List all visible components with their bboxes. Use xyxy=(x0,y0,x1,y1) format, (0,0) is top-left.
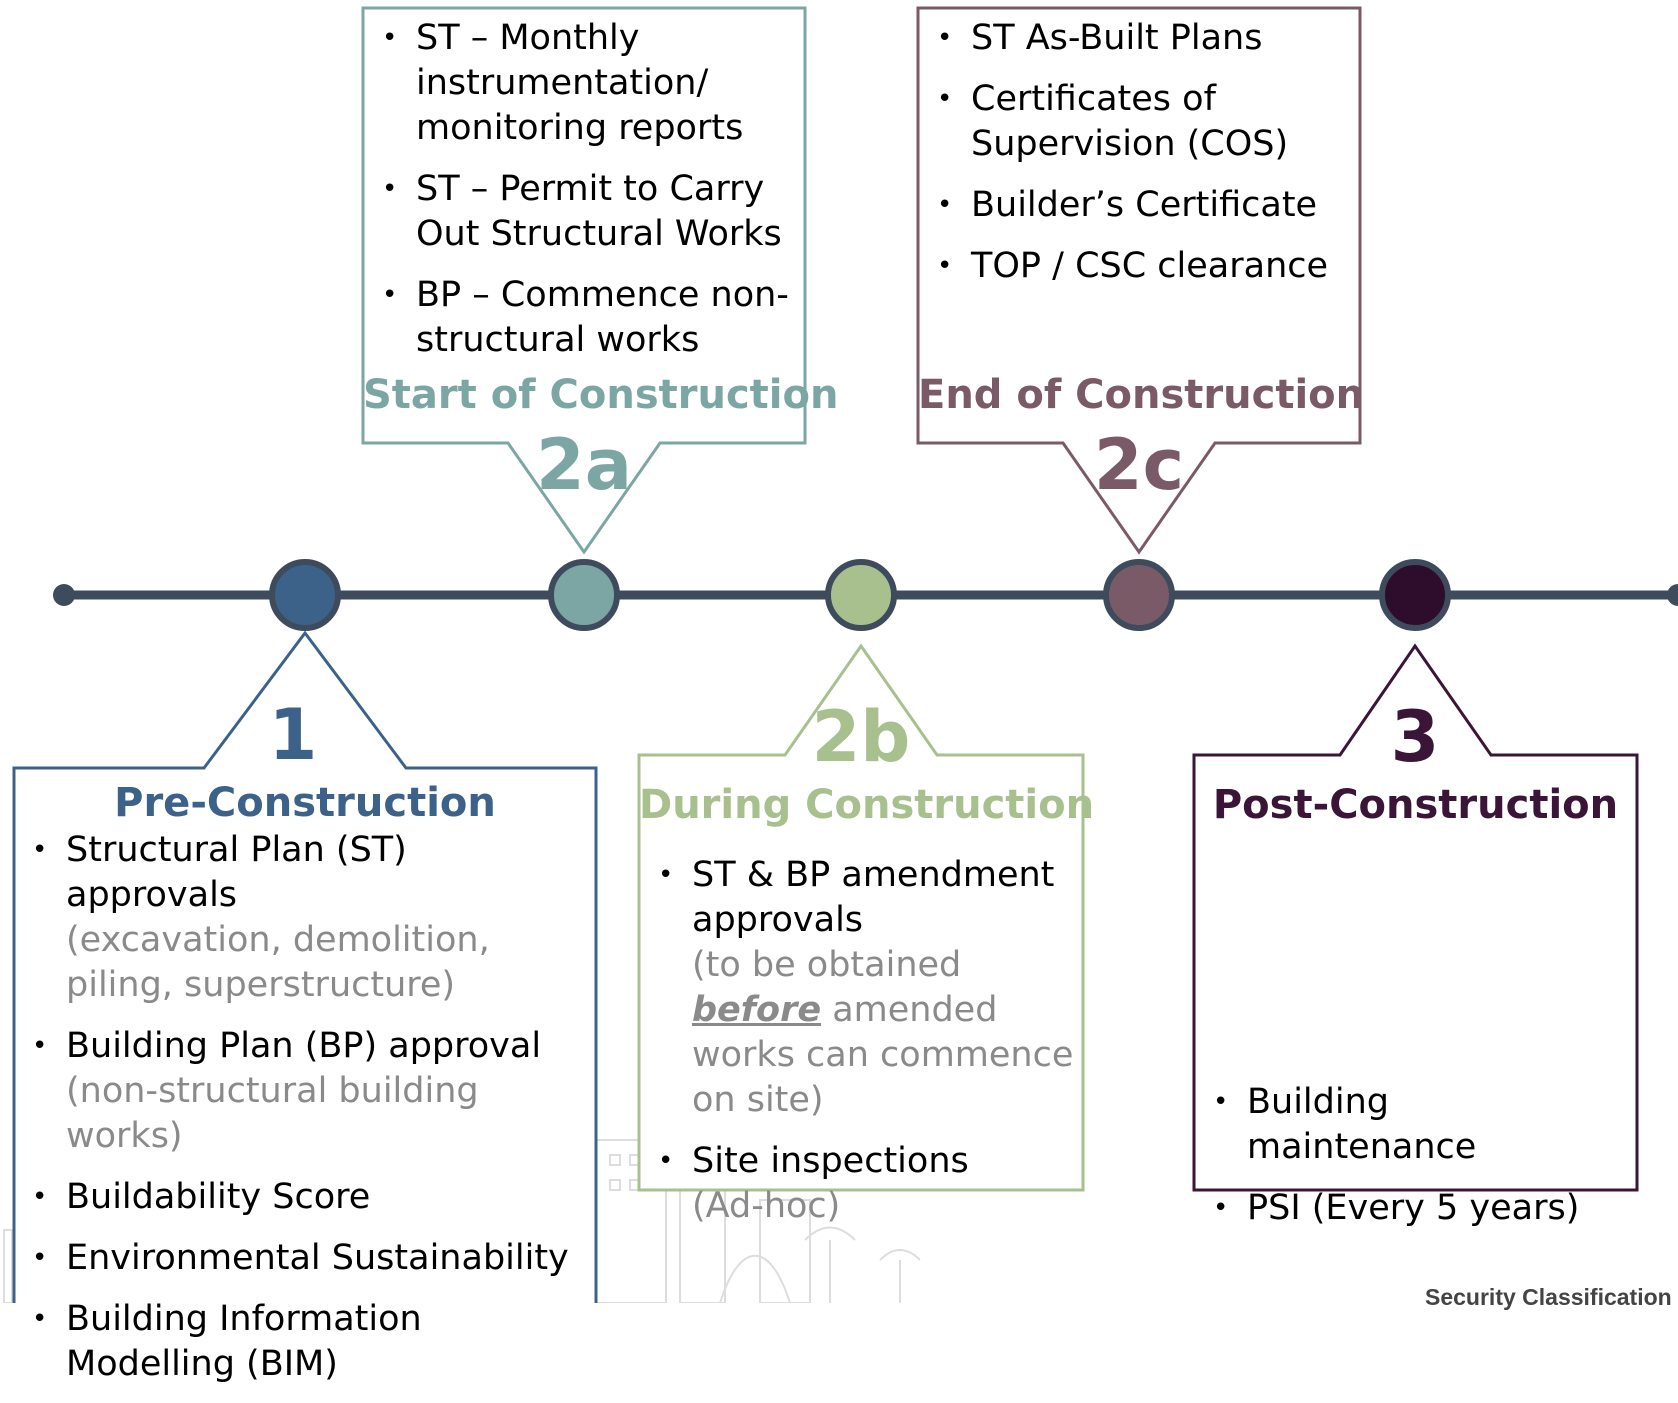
post-title: Post-Construction xyxy=(1212,782,1619,828)
item-note: (to be obtained before amended works can… xyxy=(692,943,1074,1123)
timeline-node-pre xyxy=(269,559,341,631)
list-item: Certificates of Supervision (COS) xyxy=(933,77,1353,167)
item-text: Builder’s Certificate xyxy=(971,185,1318,225)
list-item: TOP / CSC clearance xyxy=(933,244,1353,289)
note-prefix: (to be obtained xyxy=(692,945,962,985)
item-text: ST – Permit to Carry Out Structural Work… xyxy=(416,169,782,254)
item-text: ST – Monthly instrumentation/ monitoring… xyxy=(416,18,744,148)
list-item: PSI (Every 5 years) xyxy=(1209,1186,1629,1231)
item-text: Building maintenance xyxy=(1247,1082,1477,1167)
end-title: End of Construction xyxy=(918,372,1365,418)
list-item: Building Information Modelling (BIM) xyxy=(28,1297,588,1387)
during-items: ST & BP amendment approvals(to be obtain… xyxy=(654,853,1074,1229)
timeline-node-start xyxy=(548,559,620,631)
security-classification-label: Security Classification xyxy=(1425,1284,1672,1310)
note-suffix: amended works can commence on site) xyxy=(692,990,1074,1120)
item-text: Building Information Modelling (BIM) xyxy=(66,1299,422,1384)
list-item: ST – Monthly instrumentation/ monitoring… xyxy=(378,16,798,151)
list-item: ST & BP amendment approvals(to be obtain… xyxy=(654,853,1074,1123)
note-emphasis: before xyxy=(692,990,822,1030)
post-items: Building maintenance PSI (Every 5 years) xyxy=(1209,1080,1629,1231)
item-note: (Ad-hoc) xyxy=(692,1186,841,1226)
item-text: Building Plan (BP) approval xyxy=(66,1026,542,1066)
list-item: Builder’s Certificate xyxy=(933,183,1353,228)
start-callout: ST – Monthly instrumentation/ monitoring… xyxy=(378,16,798,379)
pre-callout: Structural Plan (ST) approvals(excavatio… xyxy=(28,828,588,1403)
during-title: During Construction xyxy=(639,782,1095,828)
list-item: Building maintenance xyxy=(1209,1080,1629,1170)
list-item: BP – Commence non-structural works xyxy=(378,273,798,363)
list-item: Environmental Sustainability xyxy=(28,1236,588,1281)
item-text: BP – Commence non-structural works xyxy=(416,275,789,360)
start-items: ST – Monthly instrumentation/ monitoring… xyxy=(378,16,798,363)
timeline-node-during xyxy=(825,559,897,631)
list-item: Structural Plan (ST) approvals(excavatio… xyxy=(28,828,588,1008)
timeline-node-end xyxy=(1103,559,1175,631)
list-item: Building Plan (BP) approval (non-structur… xyxy=(28,1024,588,1159)
list-item: ST – Permit to Carry Out Structural Work… xyxy=(378,167,798,257)
post-number: 3 xyxy=(1390,696,1440,778)
end-number: 2c xyxy=(1093,424,1185,506)
item-text: Certificates of Supervision (COS) xyxy=(971,79,1289,164)
during-number: 2b xyxy=(811,696,911,778)
start-title: Start of Construction xyxy=(363,372,839,418)
item-text: ST & BP amendment approvals xyxy=(692,855,1055,940)
start-number: 2a xyxy=(536,424,632,506)
item-text: Structural Plan (ST) approvals xyxy=(66,830,407,915)
list-item: Buildability Score xyxy=(28,1175,588,1220)
end-items: ST As-Built Plans Certificates of Superv… xyxy=(933,16,1353,289)
item-text: ST As-Built Plans xyxy=(971,18,1263,58)
post-callout: Building maintenance PSI (Every 5 years) xyxy=(1209,1080,1629,1247)
pre-items: Structural Plan (ST) approvals(excavatio… xyxy=(28,828,588,1387)
list-item: ST As-Built Plans xyxy=(933,16,1353,61)
list-item: Site inspections (Ad-hoc) xyxy=(654,1139,1074,1229)
item-text: PSI (Every 5 years) xyxy=(1247,1188,1580,1228)
process-timeline-diagram: ST – Monthly instrumentation/ monitoring… xyxy=(0,0,1678,1303)
pre-number: 1 xyxy=(268,694,318,776)
item-text: Buildability Score xyxy=(66,1177,371,1217)
timeline-start-dot xyxy=(53,584,75,606)
item-text: TOP / CSC clearance xyxy=(971,246,1329,286)
timeline-node-post xyxy=(1379,559,1451,631)
item-note: (non-structural building works) xyxy=(66,1071,479,1156)
end-callout: ST As-Built Plans Certificates of Superv… xyxy=(933,16,1353,305)
timeline-end-dot xyxy=(1667,584,1678,606)
pre-title: Pre-Construction xyxy=(114,780,496,826)
item-text: Environmental Sustainability xyxy=(66,1238,569,1278)
item-note: (excavation, demolition, piling, superst… xyxy=(66,920,490,1005)
item-text: Site inspections xyxy=(692,1141,969,1181)
during-callout: ST & BP amendment approvals(to be obtain… xyxy=(654,853,1074,1245)
